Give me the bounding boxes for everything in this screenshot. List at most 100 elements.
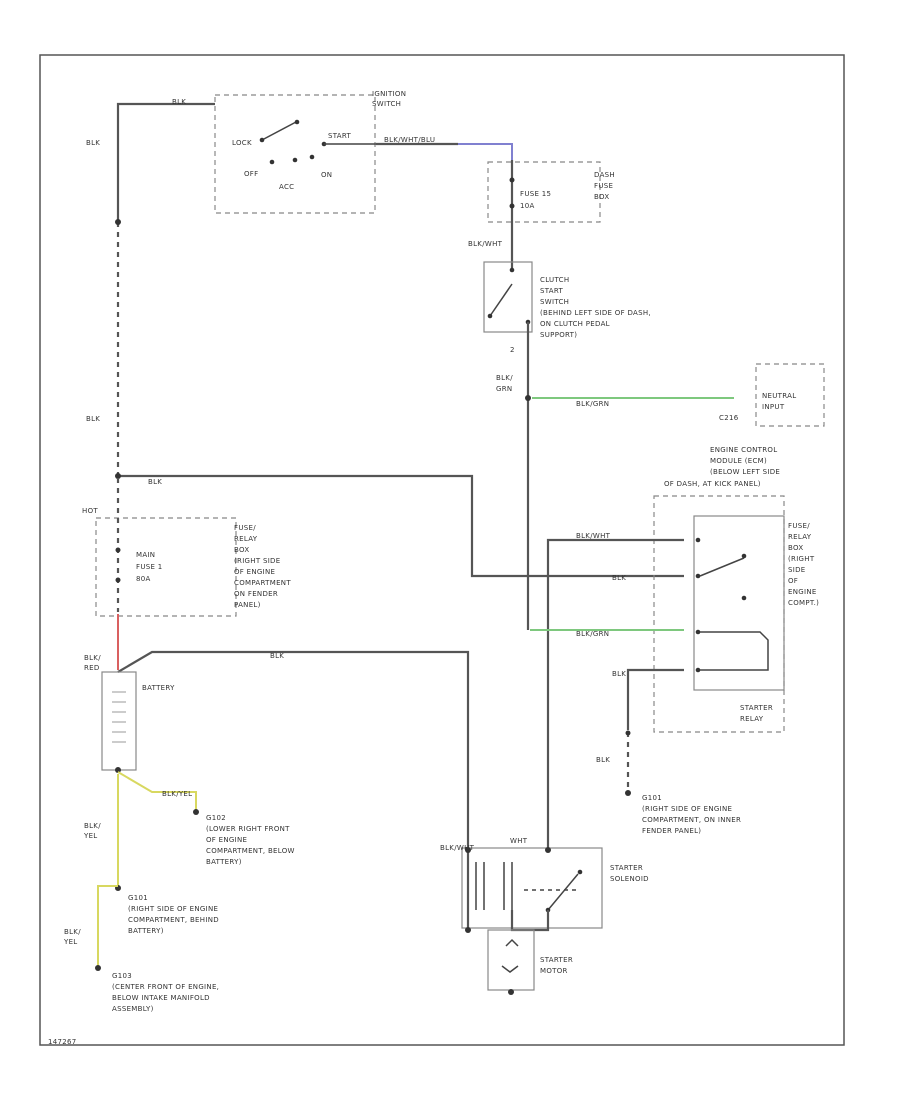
ecm-label-3: (BELOW LEFT SIDE: [710, 468, 780, 476]
wire-yellow-g102: [117, 771, 197, 810]
wire-blk-wht-blu-blue: [458, 143, 513, 160]
clutch-label-4: (BEHIND LEFT SIDE OF DASH,: [540, 309, 651, 317]
wire-label-blk-yel-c-1: BLK/: [64, 928, 81, 936]
fuse-15-lower: [509, 203, 515, 209]
wire-label-blk-mid: BLK: [86, 415, 100, 423]
wire-label-blk-grn-top-1: BLK/: [496, 374, 513, 382]
clutch-label-6: SUPPORT): [540, 331, 577, 339]
main-fuse-upper: [115, 547, 121, 553]
battery-label: BATTERY: [142, 684, 175, 692]
fuse-relay-box-right: [693, 515, 785, 691]
relay-pin-2: [695, 573, 701, 579]
relay-pin-4: [695, 667, 701, 673]
g101-left-label-4: BATTERY): [128, 927, 164, 935]
starter-motor-label-2: MOTOR: [540, 967, 568, 975]
fuse-relay-left-8: PANEL): [234, 601, 261, 609]
wire-label-blk-top: BLK: [172, 98, 186, 106]
wire-label-blk-d: BLK: [148, 478, 162, 486]
fuse-15-upper: [509, 177, 515, 183]
wire-label-blk-wht-b: BLK/WHT: [576, 532, 611, 540]
diagram-frame: [39, 54, 845, 1046]
clutch-switch-arm: [489, 283, 513, 317]
fuse-relay-left-3: BOX: [234, 546, 249, 554]
starter-relay-label-2: RELAY: [740, 715, 764, 723]
splice-lower: [115, 473, 121, 479]
ignition-lock-contact: [259, 137, 265, 143]
relay-switch-arm: [699, 557, 745, 577]
wire-solenoid-motor-link: [510, 910, 550, 932]
g102-label-4: COMPARTMENT, BELOW: [206, 847, 295, 855]
fuse-relay-right-7: ENGINE: [788, 588, 817, 596]
starter-solenoid-label-1: STARTER: [610, 864, 643, 872]
wire-label-blk-yel-b-2: YEL: [83, 832, 98, 840]
starter-motor-box: [487, 929, 535, 991]
g101-right-label-4: FENDER PANEL): [642, 827, 701, 835]
wire-label-blk-red-1: BLK/: [84, 654, 101, 662]
hot-label: HOT: [82, 507, 98, 515]
wire-blk-ignition-feed: [116, 102, 215, 220]
wire-label-blk-grn-b: BLK/GRN: [576, 630, 609, 638]
ignition-start-label: START: [328, 132, 352, 140]
ecm-label-4: OF DASH, AT KICK PANEL): [664, 480, 761, 488]
clutch-label-2: START: [540, 287, 564, 295]
g102-label-1: G102: [206, 814, 226, 822]
battery-negative: [115, 767, 121, 773]
wire-label-blk-grn-top-2: GRN: [496, 385, 512, 393]
g102-label-5: BATTERY): [206, 858, 242, 866]
wire-label-blk-yel-c-2: YEL: [63, 938, 78, 946]
solenoid-contact-arm: [547, 873, 579, 911]
starter-motor-label-1: STARTER: [540, 956, 573, 964]
dash-box-label-2: FUSE: [594, 182, 613, 190]
wire-blk-battery-solenoid: [117, 650, 470, 930]
fuse-relay-right-8: COMPT.): [788, 599, 819, 607]
wire-label-blk-battery: BLK: [270, 652, 284, 660]
wire-label-blk-wht-a: BLK/WHT: [468, 240, 503, 248]
relay-switch-lower: [741, 595, 747, 601]
wire-label-blk-f: BLK: [612, 670, 626, 678]
ignition-acc-label: ACC: [279, 183, 294, 191]
ground-g103: [95, 965, 101, 971]
fuse-relay-right-3: BOX: [788, 544, 803, 552]
wire-blk-wht-solenoid: [546, 538, 684, 848]
wire-label-blk-g: BLK: [596, 756, 610, 764]
g103-label-4: ASSEMBLY): [112, 1005, 154, 1013]
ignition-pivot: [294, 119, 300, 125]
neutral-input-label-1: NEUTRAL: [762, 392, 796, 400]
g102-label-3: OF ENGINE: [206, 836, 247, 844]
fuse-relay-left-6: COMPARTMENT: [234, 579, 291, 587]
starter-relay-label-1: STARTER: [740, 704, 773, 712]
relay-coil: [700, 631, 769, 671]
solenoid-coil: [475, 862, 513, 910]
g103-label-1: G103: [112, 972, 132, 980]
splice-upper: [115, 219, 121, 225]
clutch-switch-top-contact: [509, 267, 515, 273]
wire-label-blk-wht-blu: BLK/WHT/BLU: [384, 136, 435, 144]
fuse-relay-left-7: ON FENDER: [234, 590, 278, 598]
dash-fuse-box: [487, 161, 601, 223]
fuse-relay-box-left: [95, 517, 237, 617]
main-fuse-label-2: FUSE 1: [136, 563, 163, 571]
wire-label-blk-yel-a: BLK/YEL: [162, 790, 192, 798]
ignition-on-contact: [309, 154, 315, 160]
g101-right-label-1: G101: [642, 794, 662, 802]
ignition-off-label: OFF: [244, 170, 258, 178]
fuse-relay-left-4: (RIGHT SIDE: [234, 557, 280, 565]
wire-label-blk-wht-c: BLK/WHT: [440, 844, 475, 852]
g101-right-label-2: (RIGHT SIDE OF ENGINE: [642, 805, 732, 813]
g101-right-label-3: COMPARTMENT, ON INNER: [642, 816, 741, 824]
g101-left-label-2: (RIGHT SIDE OF ENGINE: [128, 905, 218, 913]
wire-label-blk-wht-d-2: WHT: [510, 837, 528, 845]
clutch-pin-2: 2: [510, 346, 515, 354]
ignition-acc-contact: [292, 157, 298, 163]
starter-solenoid-label-2: SOLENOID: [610, 875, 649, 883]
ecm-label-2: MODULE (ECM): [710, 457, 767, 465]
starter-motor-ground: [508, 989, 514, 995]
fuse-relay-left-5: OF ENGINE: [234, 568, 275, 576]
fuse-15-label-2: 10A: [520, 202, 535, 210]
wire-blk-to-relay: [118, 474, 684, 578]
dash-box-label-1: DASH: [594, 171, 615, 179]
ignition-switch-label-2: SWITCH: [372, 100, 401, 108]
g101-left-label-3: COMPARTMENT, BEHIND: [128, 916, 219, 924]
ignition-on-label: ON: [321, 171, 332, 179]
relay-pin-1: [695, 537, 701, 543]
